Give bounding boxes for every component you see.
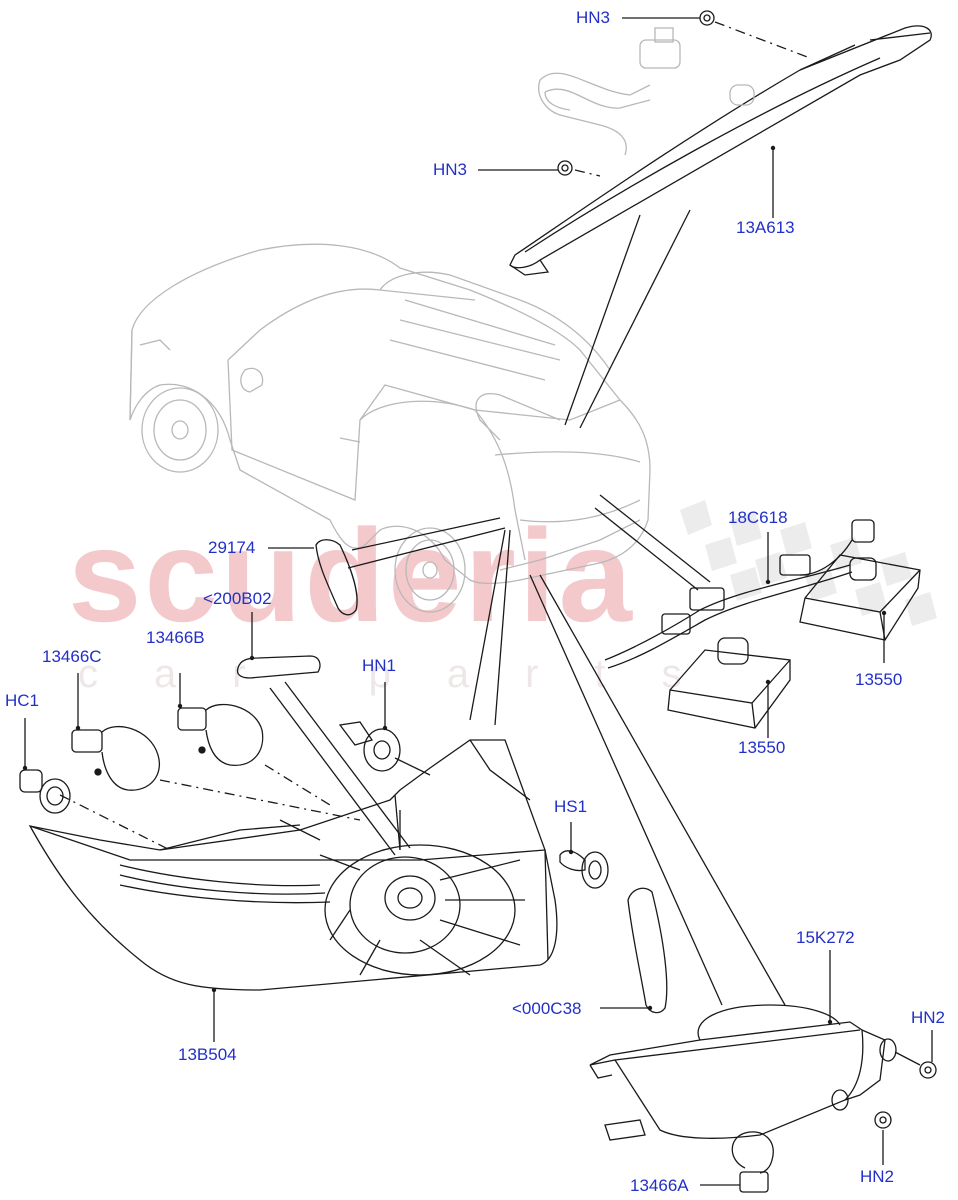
bulb-13466b xyxy=(177,703,264,766)
label-13550-right: 13550 xyxy=(855,670,903,689)
label-hn1: HN1 xyxy=(362,656,397,675)
bulb-13466a xyxy=(731,1131,774,1193)
bulb-13466c xyxy=(71,725,160,791)
nut-hn2-bottom xyxy=(874,1111,892,1129)
label-hn2-top: HN2 xyxy=(911,1008,946,1027)
rear-lamp-13b504 xyxy=(28,739,558,991)
label-hc1: HC1 xyxy=(5,691,40,710)
nut-hn3-top xyxy=(699,10,715,26)
bulb-holder-hs1 xyxy=(559,850,609,889)
grommet-hn1 xyxy=(338,721,401,772)
reflector-29174 xyxy=(315,539,358,616)
licence-lamp-harness xyxy=(604,519,875,669)
checkered-flag-watermark xyxy=(680,500,937,626)
assembly-lines xyxy=(59,21,921,1066)
vehicle-outline xyxy=(129,243,651,613)
label-13466a: 13466A xyxy=(630,1176,689,1195)
label-hn3-mid: HN3 xyxy=(433,160,468,179)
nut-hn3-mid xyxy=(557,160,573,176)
high-mount-stop-lamp xyxy=(509,25,932,276)
label-13550-left: 13550 xyxy=(738,738,786,757)
lamp-15k272 xyxy=(589,1004,897,1141)
label-15k272: 15K272 xyxy=(796,928,855,947)
reflector-000c38 xyxy=(627,887,668,1014)
label-13a613: 13A613 xyxy=(736,218,795,237)
label-13466c: 13466C xyxy=(42,647,102,666)
label-hn2-bottom: HN2 xyxy=(860,1167,895,1186)
stop-lamp-harness xyxy=(538,27,755,156)
licence-lamp-left xyxy=(667,637,791,729)
reflector-200b02 xyxy=(236,655,321,679)
label-13b504: 13B504 xyxy=(178,1045,237,1064)
nut-hn2-top xyxy=(919,1061,937,1079)
label-200b02: <200B02 xyxy=(203,589,272,608)
label-000c38: <000C38 xyxy=(512,999,582,1018)
label-29174: 29174 xyxy=(208,538,256,557)
label-hs1: HS1 xyxy=(554,797,588,816)
label-hn3-top: HN3 xyxy=(576,8,611,27)
label-18c618: 18C618 xyxy=(728,508,788,527)
label-13466b: 13466B xyxy=(146,628,205,647)
bulb-holder-hc1 xyxy=(19,769,71,814)
leader-lines xyxy=(24,17,933,1186)
leader-dots xyxy=(22,145,887,1025)
